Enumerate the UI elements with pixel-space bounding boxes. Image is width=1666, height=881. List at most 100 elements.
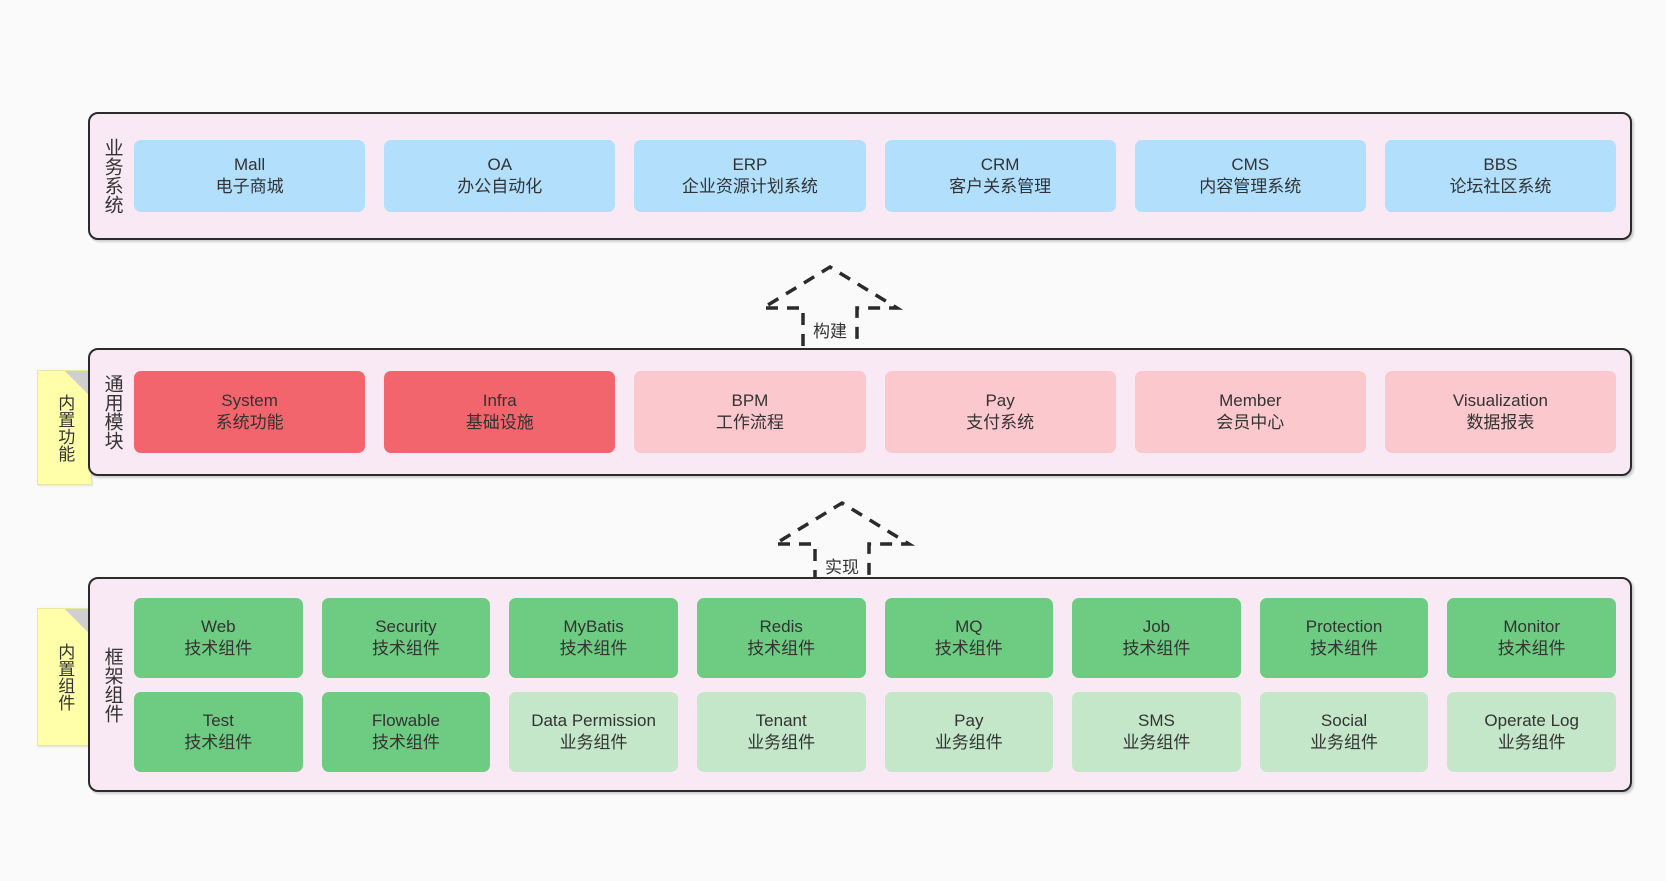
node-subtitle: 技术组件 bbox=[371, 732, 440, 752]
layer-framework-body: Web 技术组件 Security 技术组件 MyBatis 技术组件 Redi… bbox=[134, 579, 1630, 790]
node-subtitle: 业务组件 bbox=[559, 732, 628, 752]
node-title: BBS bbox=[1483, 155, 1518, 175]
node-title: OA bbox=[487, 155, 513, 175]
node-subtitle: 技术组件 bbox=[1122, 638, 1191, 658]
node-title: ERP bbox=[732, 155, 768, 175]
node-title: Operate Log bbox=[1484, 710, 1579, 730]
node-title: Pay bbox=[985, 391, 1015, 411]
node-social[interactable]: Social 业务组件 bbox=[1259, 691, 1429, 772]
node-system[interactable]: System 系统功能 bbox=[134, 371, 366, 453]
note-label: 内置功能 bbox=[55, 393, 75, 462]
node-subtitle: 基础设施 bbox=[465, 413, 534, 432]
layer-modules-row: System 系统功能 Infra 基础设施 BPM 工作流程 Pay 支付系统… bbox=[134, 371, 1617, 453]
node-pay[interactable]: Pay 支付系统 bbox=[884, 371, 1116, 453]
node-subtitle: 业务组件 bbox=[1122, 732, 1191, 752]
node-subtitle: 业务组件 bbox=[1497, 732, 1566, 752]
node-cms[interactable]: CMS 内容管理系统 bbox=[1134, 140, 1366, 212]
node-subtitle: 技术组件 bbox=[747, 638, 816, 658]
node-subtitle: 技术组件 bbox=[934, 638, 1003, 658]
arrow-build: 构建 bbox=[755, 262, 905, 348]
node-redis[interactable]: Redis 技术组件 bbox=[696, 597, 866, 678]
node-member[interactable]: Member 会员中心 bbox=[1134, 371, 1366, 453]
node-subtitle: 业务组件 bbox=[747, 732, 816, 752]
node-title: Protection bbox=[1305, 616, 1383, 636]
layer-modules-title: 通用模块 bbox=[101, 374, 123, 450]
layer-framework-row-business: Test 技术组件 Flowable 技术组件 Data Permission … bbox=[134, 691, 1616, 772]
node-title: Job bbox=[1142, 616, 1171, 636]
node-erp[interactable]: ERP 企业资源计划系统 bbox=[634, 140, 866, 212]
node-title: System bbox=[221, 391, 278, 411]
node-title: Social bbox=[1320, 710, 1368, 730]
up-arrow-icon bbox=[756, 264, 904, 346]
node-mybatis[interactable]: MyBatis 技术组件 bbox=[509, 597, 678, 678]
node-title: Monitor bbox=[1503, 616, 1561, 636]
node-title: Pay bbox=[954, 710, 984, 730]
node-subtitle: 工作流程 bbox=[715, 413, 784, 432]
node-infra[interactable]: Infra 基础设施 bbox=[384, 371, 616, 453]
node-title: Infra bbox=[482, 391, 517, 411]
node-title: Security bbox=[375, 616, 437, 636]
node-title: Web bbox=[200, 616, 236, 636]
node-subtitle: 技术组件 bbox=[1310, 638, 1379, 658]
node-subtitle: 业务组件 bbox=[1310, 732, 1379, 752]
node-subtitle: 论坛社区系统 bbox=[1449, 177, 1552, 196]
node-title: CRM bbox=[980, 155, 1020, 175]
node-subtitle: 电子商城 bbox=[215, 177, 284, 196]
node-title: Flowable bbox=[371, 710, 440, 730]
node-subtitle: 办公自动化 bbox=[457, 177, 543, 196]
node-job[interactable]: Job 技术组件 bbox=[1072, 597, 1241, 678]
node-subtitle: 技术组件 bbox=[371, 638, 440, 658]
layer-framework-title: 框架组件 bbox=[101, 646, 123, 723]
layer-modules-body: System 系统功能 Infra 基础设施 BPM 工作流程 Pay 支付系统… bbox=[134, 350, 1630, 474]
node-title: Member bbox=[1219, 391, 1282, 411]
node-operate-log[interactable]: Operate Log 业务组件 bbox=[1447, 691, 1616, 772]
up-arrow-icon bbox=[768, 500, 916, 582]
node-security[interactable]: Security 技术组件 bbox=[321, 597, 491, 678]
node-crm[interactable]: CRM 客户关系管理 bbox=[884, 140, 1116, 212]
node-mq[interactable]: MQ 技术组件 bbox=[884, 597, 1054, 678]
node-subtitle: 内容管理系统 bbox=[1199, 177, 1302, 196]
layer-common-modules: 通用模块 System 系统功能 Infra 基础设施 BPM 工作流程 Pay… bbox=[88, 348, 1632, 476]
note-fold-icon bbox=[65, 609, 91, 635]
node-data-permission[interactable]: Data Permission 业务组件 bbox=[509, 691, 678, 772]
layer-business-title: 业务系统 bbox=[101, 138, 123, 214]
node-bpm[interactable]: BPM 工作流程 bbox=[634, 371, 866, 453]
node-protection[interactable]: Protection 技术组件 bbox=[1259, 597, 1429, 678]
node-subtitle: 业务组件 bbox=[934, 732, 1003, 752]
node-pay-component[interactable]: Pay 业务组件 bbox=[884, 691, 1054, 772]
note-fold-icon bbox=[65, 371, 91, 397]
node-title: Redis bbox=[759, 616, 803, 636]
node-visualization[interactable]: Visualization 数据报表 bbox=[1384, 371, 1617, 453]
node-title: Visualization bbox=[1452, 391, 1549, 411]
layer-framework-row-tech: Web 技术组件 Security 技术组件 MyBatis 技术组件 Redi… bbox=[134, 597, 1616, 678]
layer-business-systems: 业务系统 Mall 电子商城 OA 办公自动化 ERP 企业资源计划系统 CRM… bbox=[88, 112, 1632, 240]
node-flowable[interactable]: Flowable 技术组件 bbox=[321, 691, 491, 772]
node-monitor[interactable]: Monitor 技术组件 bbox=[1447, 597, 1616, 678]
node-title: Data Permission bbox=[531, 710, 656, 730]
node-test[interactable]: Test 技术组件 bbox=[134, 691, 303, 772]
node-mall[interactable]: Mall 电子商城 bbox=[134, 140, 366, 212]
node-title: SMS bbox=[1138, 710, 1175, 730]
node-title: MQ bbox=[955, 616, 983, 636]
node-title: Test bbox=[202, 710, 234, 730]
node-subtitle: 客户关系管理 bbox=[949, 177, 1052, 196]
node-web[interactable]: Web 技术组件 bbox=[134, 597, 303, 678]
layer-business-body: Mall 电子商城 OA 办公自动化 ERP 企业资源计划系统 CRM 客户关系… bbox=[134, 114, 1630, 238]
node-subtitle: 系统功能 bbox=[215, 413, 284, 432]
node-subtitle: 技术组件 bbox=[184, 732, 253, 752]
node-title: Mall bbox=[234, 155, 266, 175]
node-oa[interactable]: OA 办公自动化 bbox=[384, 140, 616, 212]
node-bbs[interactable]: BBS 论坛社区系统 bbox=[1384, 140, 1617, 212]
note-builtin-components: 内置组件 bbox=[37, 608, 92, 746]
arrow-realize: 实现 bbox=[767, 498, 917, 584]
node-title: BPM bbox=[731, 391, 769, 411]
node-tenant[interactable]: Tenant 业务组件 bbox=[696, 691, 866, 772]
node-title: CMS bbox=[1231, 155, 1270, 175]
node-subtitle: 技术组件 bbox=[559, 638, 628, 658]
node-subtitle: 技术组件 bbox=[184, 638, 253, 658]
node-sms[interactable]: SMS 业务组件 bbox=[1072, 691, 1241, 772]
note-label: 内置组件 bbox=[55, 643, 75, 711]
node-subtitle: 数据报表 bbox=[1466, 413, 1535, 432]
note-builtin-features: 内置功能 bbox=[37, 370, 92, 485]
node-subtitle: 支付系统 bbox=[966, 413, 1035, 432]
